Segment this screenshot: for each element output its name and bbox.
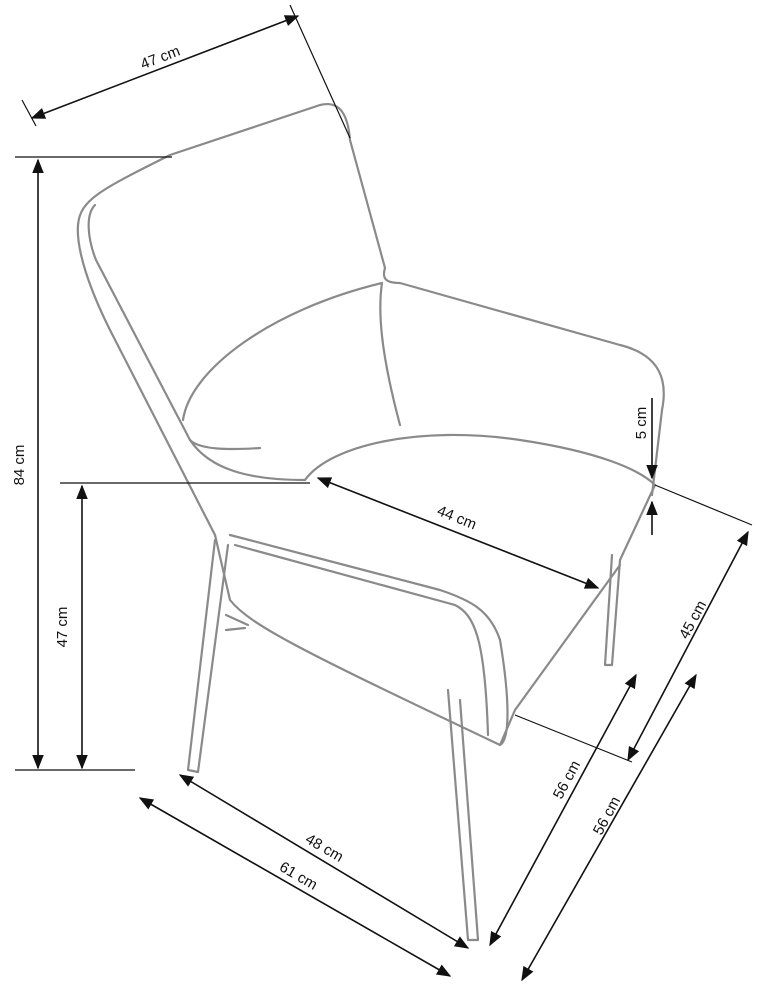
dimension-labels: 47 cm 84 cm 47 cm 44 cm 5 cm 45 cm 56 cm…	[11, 43, 710, 894]
label-depth-outer: 56 cm	[590, 794, 624, 838]
armrest	[382, 266, 665, 497]
label-seat-depth: 45 cm	[676, 598, 710, 642]
leg-crossbar	[224, 613, 250, 632]
seat-bottom	[498, 563, 622, 747]
label-seat-thickness: 5 cm	[633, 407, 650, 440]
extension-line	[514, 714, 633, 763]
dim-total-width	[138, 797, 452, 977]
extension-line	[654, 484, 753, 526]
leg-front-right	[603, 553, 622, 667]
extension-line	[289, 4, 351, 139]
seat-front	[303, 433, 657, 562]
backrest-inner-edge	[87, 203, 262, 451]
dim-seat-width	[316, 477, 600, 589]
label-total-height: 84 cm	[11, 445, 28, 486]
extension-line	[21, 99, 37, 127]
dim-depth-outer	[521, 673, 697, 982]
label-seat-height: 47 cm	[54, 607, 71, 648]
seat-back-cushion	[181, 281, 402, 427]
label-leg-width: 48 cm	[302, 831, 346, 866]
chair-drawing	[76, 102, 665, 942]
backrest-side	[76, 223, 217, 537]
side-panel-inner	[233, 543, 490, 737]
backrest-outline	[76, 102, 387, 270]
label-seat-width: 44 cm	[435, 502, 479, 533]
dim-seat-depth	[627, 530, 749, 762]
leg-front-left	[446, 688, 480, 942]
dim-leg-width	[178, 774, 470, 949]
dimension-lines	[15, 4, 753, 982]
dim-back-width	[30, 15, 300, 119]
leg-back-left	[186, 538, 230, 774]
